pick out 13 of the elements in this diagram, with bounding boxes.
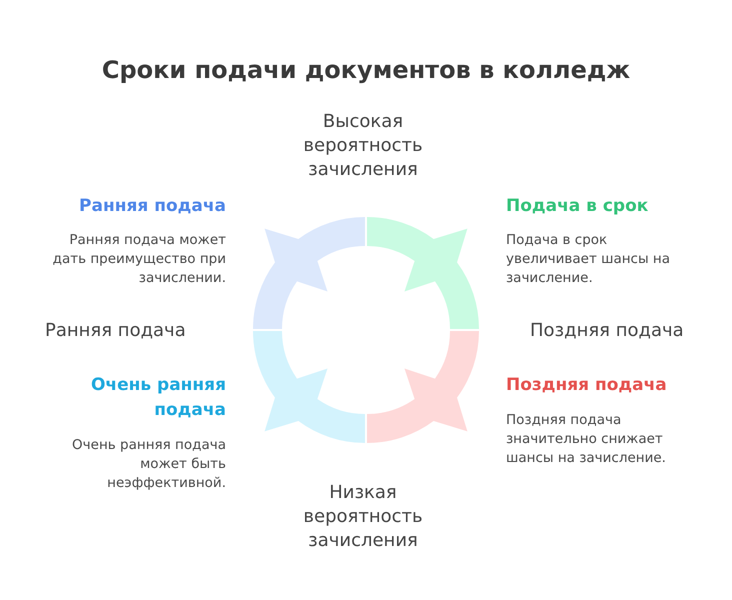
axis-label: Ранняя подача [45,320,186,341]
heading: Подача в срок [506,196,648,216]
heading: Поздняя подача [506,375,667,395]
axis-label: Поздняя подача [530,320,684,341]
heading: Очень ранняя подача [90,375,226,420]
axis-label: Высокая вероятность зачисления [303,111,423,180]
title: Сроки подачи документов в колледж [102,56,630,84]
description: Очень ранняя подача может быть неэффективной. [72,437,226,491]
description: Поздняя подача значительно снижает шансы на зачисление. [506,412,666,466]
heading: Ранняя подача [79,196,226,216]
description: Подача в срок увеличивает шансы на зачисление. [506,232,670,286]
axis-label: Низкая вероятность зачисления [303,482,423,551]
description: Ранняя подача может дать преимущество при зачислении. [52,232,226,286]
